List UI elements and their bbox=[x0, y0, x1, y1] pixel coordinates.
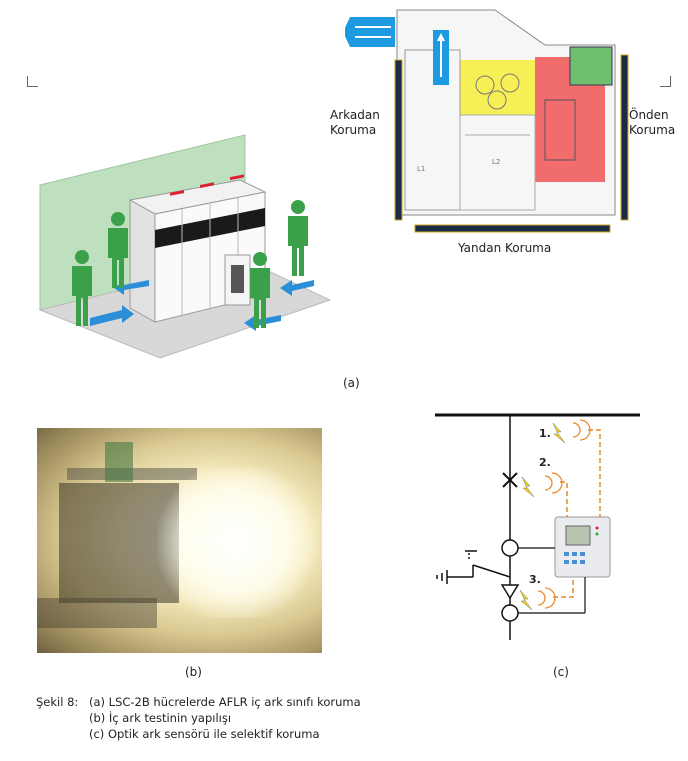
photo-flash bbox=[157, 468, 317, 618]
figure-caption-prefix: Şekil 8: bbox=[36, 695, 79, 709]
crop-mark-top-left bbox=[27, 76, 38, 87]
sensor-3-label: 3. bbox=[529, 573, 541, 586]
side-protection-label: Yandan Koruma bbox=[458, 241, 552, 255]
selective-protection-diagram bbox=[435, 413, 640, 640]
person-figure bbox=[288, 200, 308, 276]
diagram-tag-l2: L2 bbox=[492, 158, 501, 166]
switchgear-cross-section bbox=[345, 9, 629, 233]
sensor-2-label: 2. bbox=[539, 456, 551, 469]
arc-test-photo bbox=[37, 428, 322, 653]
person-figure bbox=[108, 212, 128, 288]
caption-line-a: (a) LSC-2B hücrelerde AFLR iç ark sınıfı… bbox=[89, 695, 361, 709]
photo-green-object bbox=[105, 442, 133, 482]
person-figure bbox=[250, 252, 270, 328]
panel-b-label: (b) bbox=[185, 665, 202, 679]
front-label-line2: Koruma bbox=[629, 123, 676, 137]
front-label-line1: Önden bbox=[629, 108, 669, 122]
person-figure bbox=[72, 250, 92, 326]
panel-a-label: (a) bbox=[343, 376, 360, 390]
rear-protection-label: Arkadan Koruma bbox=[330, 108, 380, 138]
front-protection-label: Önden Koruma bbox=[629, 108, 675, 138]
crop-mark-top-right bbox=[660, 76, 671, 87]
caption-line-b: (b) İç ark testinin yapılışı bbox=[89, 711, 232, 725]
sensor-1-label: 1. bbox=[539, 427, 551, 440]
photo-bench-shape bbox=[37, 598, 157, 628]
panel-c-label: (c) bbox=[553, 665, 569, 679]
rear-label-line2: Koruma bbox=[330, 123, 377, 137]
rear-label-line1: Arkadan bbox=[330, 108, 380, 122]
caption-line-c: (c) Optik ark sensörü ile selektif korum… bbox=[89, 727, 320, 741]
diagram-tag-l1: L1 bbox=[417, 165, 426, 173]
